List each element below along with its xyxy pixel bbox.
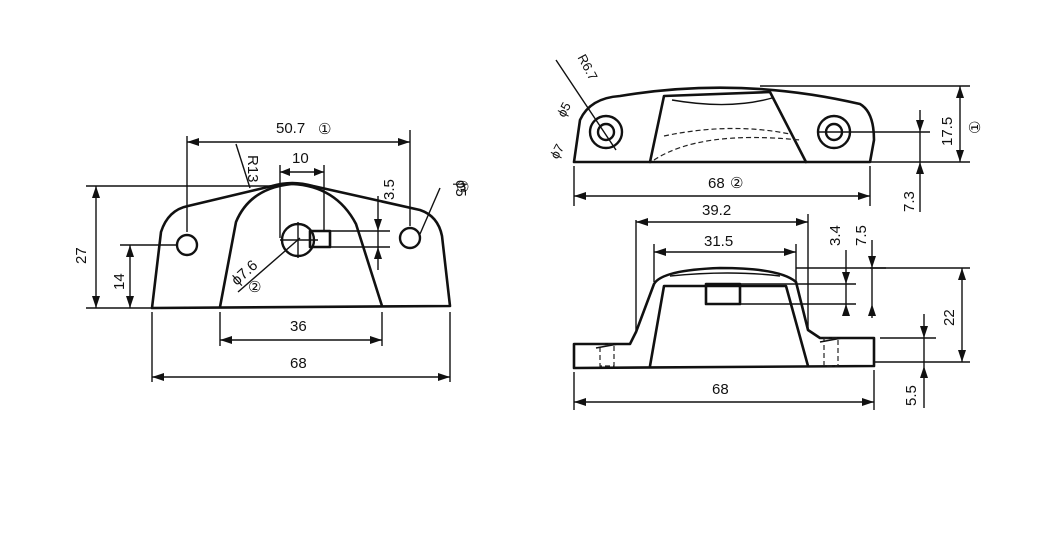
front-view-boss	[218, 182, 384, 309]
dim-overall-width: 68	[290, 355, 307, 372]
dim-hole-spacing: 50.7	[276, 120, 305, 137]
dim-top-width: 68	[708, 175, 725, 192]
dim-base-inner: 36	[290, 318, 307, 335]
dim-top-hole-inner: ϕ5	[554, 100, 574, 120]
top-view-inner-recess	[648, 90, 808, 164]
center-slot	[308, 229, 332, 249]
dim-side-base-thickness: 5.5	[903, 385, 920, 406]
dim-top-height: 17.5	[939, 117, 956, 146]
dim-side-3-4: 3.4	[827, 225, 844, 246]
side-view-inner	[648, 284, 810, 368]
dim-slot-height: 3.5	[381, 179, 398, 200]
front-view: 50.7 ① 10 R13 3.5 ϕ5 ③ 27 1	[73, 120, 469, 382]
dim-side-7-5: 7.5	[853, 225, 870, 246]
dim-height: 27	[73, 247, 90, 264]
dim-top-offset: 7.3	[901, 191, 918, 212]
dim-arc-radius: R13	[244, 155, 261, 183]
dim-side-height: 22	[941, 309, 958, 326]
top-view: R6.7 ϕ5 ϕ7 68 ② 17.5 ① 7.3	[547, 52, 984, 212]
dim-hole-spacing-ref: ①	[318, 121, 331, 138]
dim-side-base-width: 68	[712, 381, 729, 398]
dim-top-width-ref: ②	[730, 175, 743, 192]
side-view-boss	[704, 282, 742, 306]
dim-side-hole: ϕ5	[452, 180, 469, 197]
right-mount-hole	[398, 226, 422, 250]
dim-top-radius: R6.7	[575, 52, 601, 83]
dim-side-inner-width: 31.5	[704, 233, 733, 250]
dim-hole-height: 14	[111, 273, 128, 290]
dim-center-hole-ref: ②	[248, 279, 261, 296]
dim-top-hole-outer: ϕ7	[547, 141, 567, 161]
left-mount-hole	[175, 233, 199, 257]
top-view-outline	[572, 86, 876, 164]
dim-top-height-ref: ①	[967, 121, 984, 134]
side-view: 39.2 31.5 3.4 7.5 22 5.5	[572, 202, 970, 410]
dim-top-width: 10	[292, 150, 309, 167]
dim-side-outer-width: 39.2	[702, 202, 731, 219]
dim-side-hole-ref: ③	[456, 179, 469, 196]
